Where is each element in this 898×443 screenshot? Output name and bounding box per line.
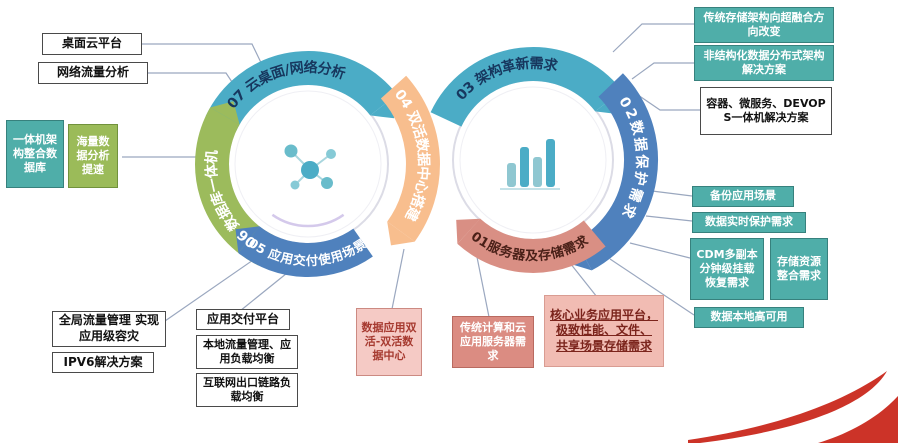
callout-local-ha: 数据本地高可用 [694, 307, 804, 328]
molecule-node [290, 180, 300, 190]
core-business-line-3: 共享场景存储需求 [555, 338, 652, 353]
segment-01-arrowhead [456, 218, 481, 244]
segment-04-arrowhead [387, 221, 415, 246]
molecule-node [326, 149, 336, 159]
callout-network-analysis: 网络流量分析 [38, 62, 148, 84]
callout-core-business: 核心业务应用平台， 极致性能、文件、 共享场景存储需求 [544, 295, 664, 367]
callout-app-delivery: 应用交付平台 [196, 309, 290, 330]
callout-aio-database: 一体机架构整合数据库 [6, 120, 64, 188]
callout-realtime-protection: 数据实时保护需求 [692, 212, 806, 233]
callout-internet-lb: 互联网出口链路负载均衡 [196, 373, 298, 407]
callout-local-lb: 本地流量管理、应用负载均衡 [196, 335, 298, 369]
segment-01-arc [457, 218, 606, 273]
callout-massive-data: 海量数据分析提速 [68, 124, 118, 188]
bar [520, 147, 529, 187]
segment-07-arc [205, 51, 397, 132]
molecule-node [321, 177, 333, 189]
connector-line [645, 215, 693, 222]
segment-05-arc [238, 225, 373, 277]
segment-05-arrowhead [235, 226, 260, 254]
bar [507, 163, 516, 187]
core-business-line-1: 核心业务应用平台， [549, 307, 658, 322]
segment-03-arc [430, 47, 622, 128]
callout-desktop-cloud: 桌面云平台 [42, 33, 142, 55]
connector-line [651, 190, 693, 197]
connector-line [476, 256, 490, 318]
callout-global-traffic: 全局流量管理 实现应用级容灾 [52, 311, 166, 347]
bar [533, 157, 542, 187]
callout-cloud-server: 传统计算和云应用服务器需求 [452, 316, 534, 368]
bar-chart-icon [500, 139, 560, 190]
segment-04-arc [380, 75, 440, 242]
callout-unstructured: 非结构化数据分布式架构解决方案 [694, 45, 834, 81]
swoosh-corner [818, 396, 898, 443]
connector-line [569, 262, 598, 298]
red-swoosh-decoration [688, 371, 898, 443]
segment-06-arrowhead [210, 101, 240, 125]
connector-lines [122, 23, 700, 322]
callout-dual-active-dc: 数据应用双活-双活数据中心 [356, 308, 422, 376]
core-business-line-2: 极致性能、文件、 [555, 323, 652, 338]
callout-container-devops: 容器、微服务、DEVOPS一体机解决方案 [700, 87, 832, 135]
callout-ipv6: IPV6解决方案 [52, 352, 154, 373]
segment-02-arc [575, 73, 659, 271]
decorative-lavender-arc [271, 213, 345, 228]
callout-hci-shift: 传统存储架构向超融合方向改变 [694, 7, 834, 43]
bar [546, 139, 555, 187]
callout-backup-scene: 备份应用场景 [692, 186, 794, 207]
connector-line [629, 242, 691, 259]
molecule-node [284, 144, 298, 158]
callout-storage-consolidation: 存储资源整合需求 [770, 238, 828, 300]
molecule-node [301, 161, 319, 179]
connector-line [391, 248, 405, 310]
connector-line [612, 23, 694, 53]
molecule-bonds [290, 150, 332, 186]
callout-cdm-recovery: CDM多副本分钟级挂载恢复需求 [690, 238, 764, 300]
connector-line [609, 258, 695, 316]
connector-line [164, 257, 257, 322]
connector-line [631, 62, 694, 80]
molecule-icon [284, 144, 336, 190]
connector-line [637, 94, 700, 111]
